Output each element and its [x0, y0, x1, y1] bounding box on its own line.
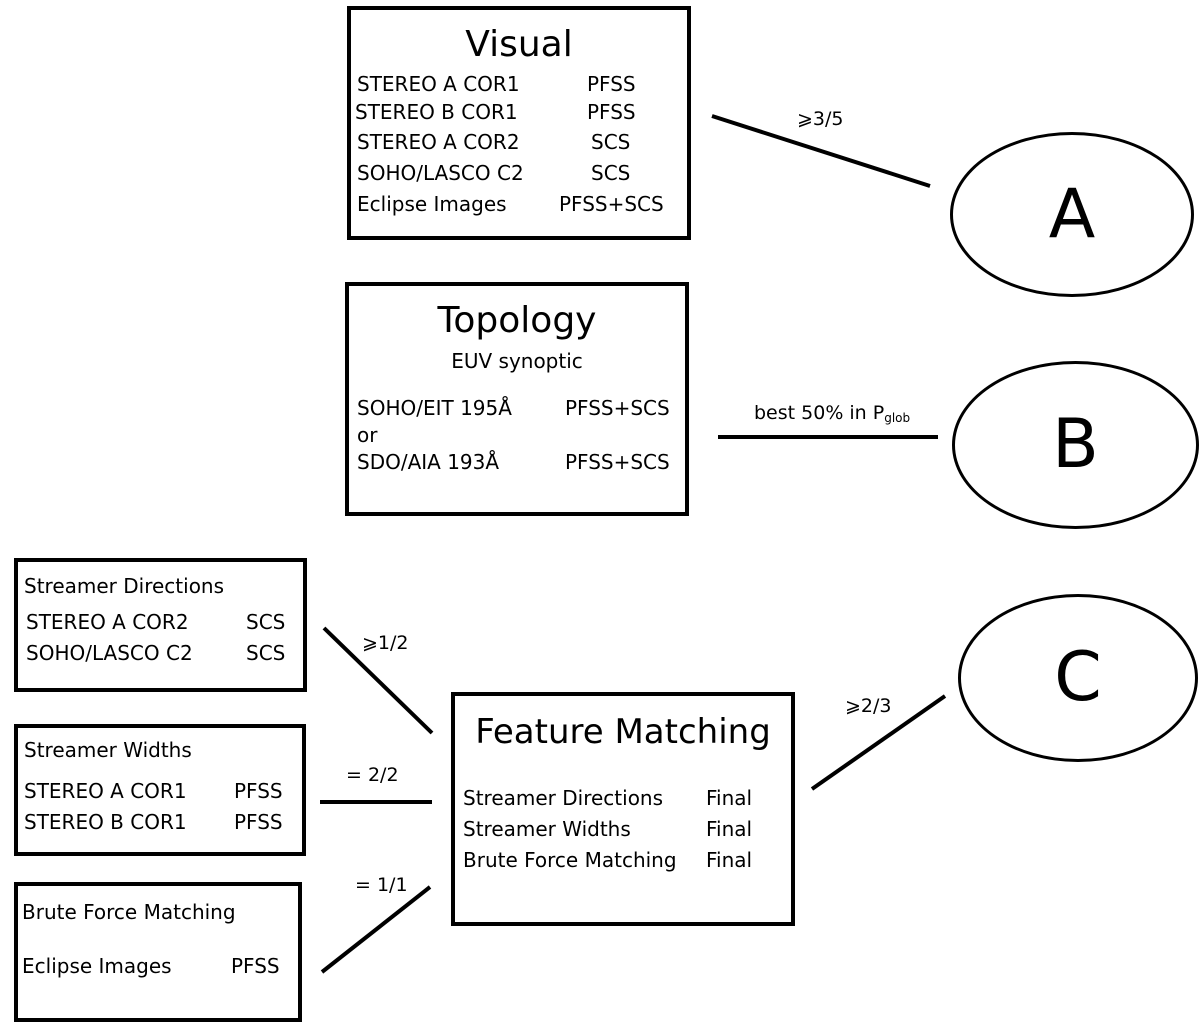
label-fm-to-c: ⩾2/3	[845, 695, 892, 717]
feature-matching-row-2-item: Streamer Widths	[463, 817, 631, 841]
outcome-c-label: C	[1054, 638, 1102, 717]
label-visual-to-a: ⩾3/5	[797, 108, 844, 130]
feature-matching-box: Feature Matching Streamer Directions Fin…	[451, 692, 795, 926]
visual-box: Visual STEREO A COR1 PFSS STEREO B COR1 …	[347, 6, 691, 240]
streamer-directions-box: Streamer Directions STEREO A COR2 SCS SO…	[14, 558, 307, 692]
visual-row-3-instrument: STEREO A COR2	[357, 130, 520, 154]
connector-fm-to-c	[810, 694, 947, 791]
streamer-widths-row-1-instrument: STEREO A COR1	[24, 779, 187, 803]
streamer-widths-box: Streamer Widths STEREO A COR1 PFSS STERE…	[14, 724, 306, 856]
topology-box: Topology EUV synoptic SOHO/EIT 195Å PFSS…	[345, 282, 689, 516]
streamer-widths-row-1-model: PFSS	[234, 779, 283, 803]
streamer-directions-row-2-instrument: SOHO/LASCO C2	[26, 641, 193, 665]
topology-row-1-instrument: SOHO/EIT 195Å	[357, 396, 512, 420]
visual-row-4-instrument: SOHO/LASCO C2	[357, 161, 524, 185]
feature-matching-row-1-status: Final	[706, 786, 753, 810]
streamer-directions-row-1-model: SCS	[246, 610, 286, 634]
outcome-a-label: A	[1048, 174, 1096, 254]
visual-row-3-model: SCS	[591, 130, 631, 154]
feature-matching-row-2-status: Final	[706, 817, 753, 841]
label-directions-to-fm: ⩾1/2	[362, 632, 409, 654]
topology-subtitle: EUV synoptic	[451, 349, 583, 373]
label-widths-to-fm: = 2/2	[346, 764, 399, 786]
visual-row-4-model: SCS	[591, 161, 631, 185]
feature-matching-row-3-status: Final	[706, 848, 753, 872]
streamer-directions-title: Streamer Directions	[24, 574, 225, 598]
brute-force-title: Brute Force Matching	[22, 900, 236, 924]
connector-directions-to-fm	[322, 626, 434, 735]
label-topology-to-b-sub: glob	[884, 411, 911, 425]
visual-row-1-model: PFSS	[587, 72, 636, 96]
topology-or: or	[357, 423, 378, 447]
outcome-c-circle: C	[958, 594, 1198, 762]
topology-row-1-model: PFSS+SCS	[565, 396, 670, 420]
streamer-widths-row-2-instrument: STEREO B COR1	[24, 810, 187, 834]
topology-row-2-model: PFSS+SCS	[565, 450, 670, 474]
connector-visual-to-a	[711, 114, 931, 188]
visual-row-2-instrument: STEREO B COR1	[355, 100, 518, 124]
connector-brute-to-fm	[320, 885, 432, 974]
feature-matching-title: Feature Matching	[475, 712, 771, 752]
label-topology-to-b: best 50% in Pglob	[754, 402, 911, 425]
visual-row-2-model: PFSS	[587, 100, 636, 124]
feature-matching-row-3-item: Brute Force Matching	[463, 848, 677, 872]
outcome-b-circle: B	[952, 361, 1199, 529]
brute-force-box: Brute Force Matching Eclipse Images PFSS	[14, 882, 302, 1022]
visual-row-5-model: PFSS+SCS	[559, 192, 664, 216]
outcome-a-circle: A	[950, 132, 1194, 297]
feature-matching-row-1-item: Streamer Directions	[463, 786, 664, 810]
label-brute-to-fm: = 1/1	[355, 874, 408, 896]
visual-row-1-instrument: STEREO A COR1	[357, 72, 520, 96]
brute-force-row-1-instrument: Eclipse Images	[22, 954, 172, 978]
topology-row-2-instrument: SDO/AIA 193Å	[357, 450, 500, 474]
outcome-b-label: B	[1052, 405, 1099, 484]
streamer-widths-row-2-model: PFSS	[234, 810, 283, 834]
streamer-directions-row-1-instrument: STEREO A COR2	[26, 610, 189, 634]
visual-title: Visual	[465, 24, 573, 65]
visual-row-5-instrument: Eclipse Images	[357, 192, 507, 216]
streamer-widths-title: Streamer Widths	[24, 738, 192, 762]
topology-title: Topology	[437, 300, 597, 341]
label-topology-to-b-main: best 50% in P	[754, 402, 885, 424]
streamer-directions-row-2-model: SCS	[246, 641, 286, 665]
brute-force-row-1-model: PFSS	[231, 954, 280, 978]
